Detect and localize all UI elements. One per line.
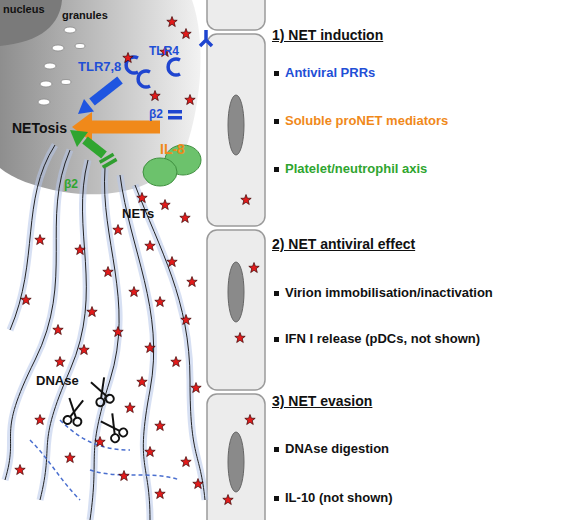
- tlr-arrow: [78, 80, 120, 114]
- integrin-label: β2: [64, 178, 78, 192]
- platelet-arrow: [70, 130, 104, 155]
- integrin-label: β2: [149, 108, 163, 122]
- list-item: Antiviral PRRs: [285, 66, 375, 81]
- nucleus-label: nucleus: [3, 3, 45, 16]
- list-item: Virion immobilisation/inactivation: [285, 286, 493, 301]
- list-item: IL-10 (not shown): [285, 491, 393, 506]
- neutrophil-cell: [0, 0, 201, 194]
- enzyme-label: DNAse: [36, 374, 79, 389]
- list-item: IFN I release (pDCs, not shown): [285, 332, 480, 347]
- section-heading: 3) NET evasion: [272, 393, 372, 409]
- list-bullets: [274, 71, 279, 501]
- dna-fragments: [30, 420, 180, 500]
- process-label: NETosis: [12, 120, 67, 136]
- neutrophil-nucleus: [0, 0, 62, 46]
- beta2-integrin-blue: [168, 110, 182, 120]
- mediator-label: IL-8: [160, 141, 185, 157]
- list-item: Platelet/neutrophil axis: [285, 162, 427, 177]
- net-strands-halo: [5, 145, 205, 520]
- granules: [38, 27, 85, 105]
- epithelial-nuclei: [228, 95, 244, 492]
- granules-label: granules: [62, 9, 108, 22]
- receptor-label: TLR7,8: [78, 60, 121, 75]
- tlr-receptors: [126, 30, 212, 87]
- list-item: DNAse digestion: [285, 442, 389, 457]
- receptor-label: TLR4: [149, 45, 179, 59]
- nets-label: NETs: [122, 207, 154, 222]
- list-item: Soluble proNET mediators: [285, 114, 448, 129]
- net-strands: [5, 145, 205, 520]
- virions: [15, 17, 259, 505]
- section-heading: 2) NET antiviral effect: [272, 236, 415, 252]
- section-heading: 1) NET induction: [272, 27, 383, 43]
- epithelial-cells: [207, 0, 265, 520]
- il8-arrow: [72, 112, 160, 142]
